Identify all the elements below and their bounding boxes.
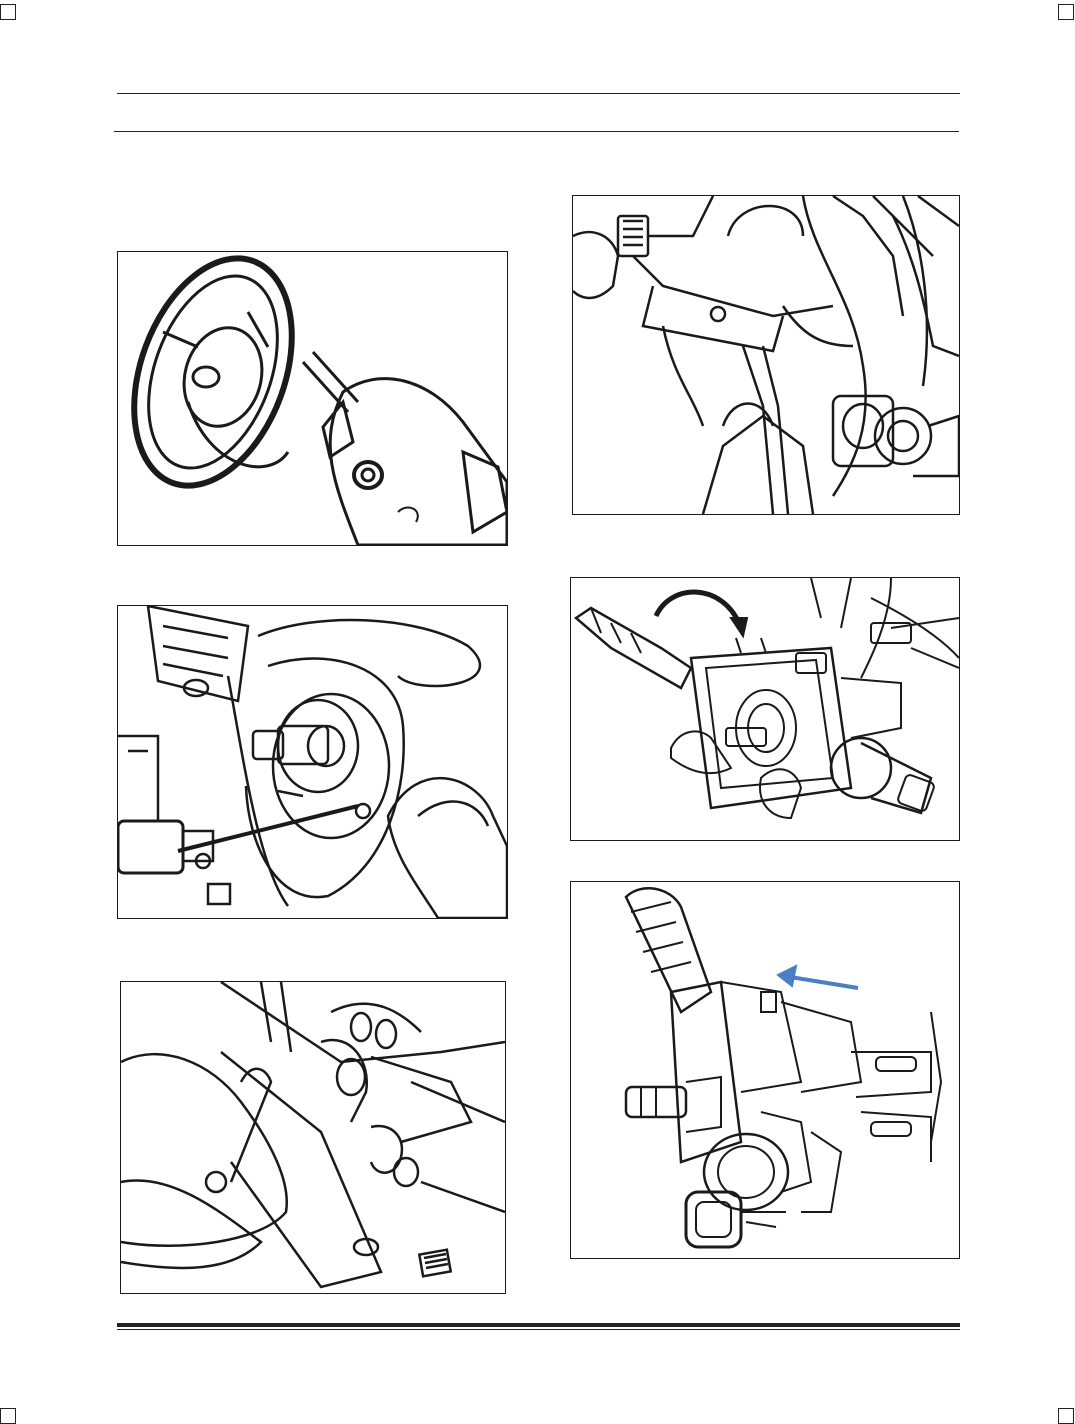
header-rule-top <box>117 93 960 94</box>
switch-assembly-illustration <box>573 578 959 820</box>
shroud-screw-illustration <box>118 606 507 918</box>
footer-rule-thick <box>117 1323 960 1327</box>
crop-mark-top-left <box>0 4 16 20</box>
footer-rule-thin <box>117 1329 960 1330</box>
crop-mark-bottom-right <box>1058 1408 1074 1424</box>
figure-column-wiring <box>572 195 960 515</box>
column-wiring-illustration <box>573 196 959 514</box>
figure-lower-shroud <box>120 981 506 1294</box>
header-rule-bottom <box>114 131 959 132</box>
switch-removed-illustration <box>624 887 943 1249</box>
steering-wheel-illustration <box>131 255 507 545</box>
crop-mark-bottom-left <box>0 1408 16 1424</box>
crop-mark-top-right <box>1058 4 1074 20</box>
figure-switch-assembly <box>570 577 960 841</box>
figure-switch-removed <box>570 881 960 1259</box>
lower-shroud-illustration <box>121 982 505 1289</box>
figure-shroud-screw <box>117 605 508 919</box>
figure-steering-wheel <box>117 251 508 546</box>
